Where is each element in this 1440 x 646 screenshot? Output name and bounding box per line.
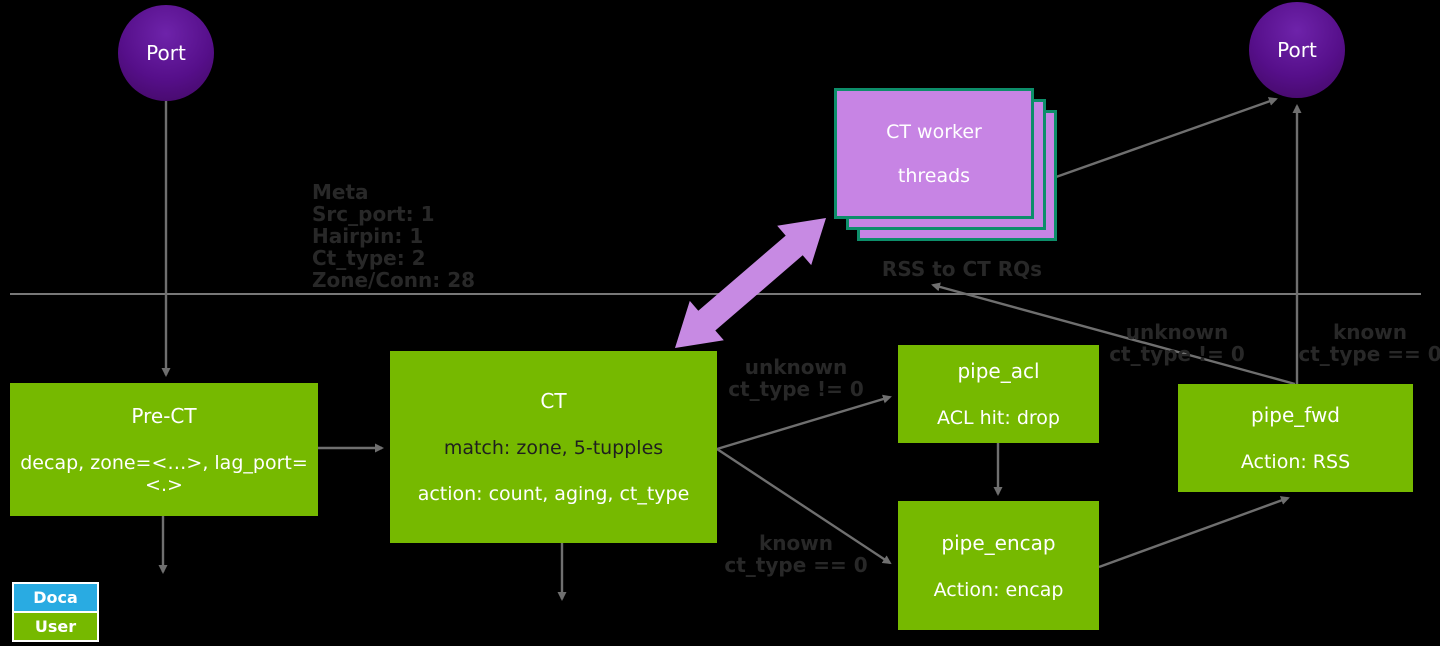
known-cond: ct_type == 0 [1298,342,1440,366]
port-node-right: Port [1249,2,1345,98]
ct-worker-card-front: CT worker threads [834,88,1034,219]
meta-hairpin: Hairpin: 1 [312,224,424,248]
unknown-word: unknown [1125,320,1229,344]
ct-title: CT [540,389,567,413]
legend-user: User [14,613,97,640]
unknown-cond: ct_type != 0 [1109,342,1245,366]
unknown-label-left: unknown ct_type != 0 [716,356,876,400]
meta-src-port: Src_port: 1 [312,202,435,226]
pipe-fwd-subtitle: Action: RSS [1240,451,1351,473]
pipe-encap-node: pipe_encap Action: encap [898,501,1099,630]
edge-ct-pipeacl [716,394,892,451]
known-label-right: known ct_type == 0 [1290,321,1440,365]
edge-ct-pipeencap [716,447,892,565]
pipe-fwd-title: pipe_fwd [1251,403,1340,427]
edge-ctworkers-portR [1055,97,1278,179]
ct-worker-line2: threads [897,164,971,187]
known-label-left: known ct_type == 0 [716,532,876,576]
pre-ct-subtitle: decap, zone=<…>, lag_port=<.> [20,451,308,496]
legend-doca: Doca [14,584,97,611]
known-word: known [1333,320,1407,344]
legend-user-label: User [34,617,77,636]
port-label: Port [146,41,186,65]
edge-pipeencap-pipefwd [1098,496,1290,569]
port-label: Port [1277,38,1317,62]
legend: Doca User [12,582,99,642]
pipe-encap-title: pipe_encap [941,530,1056,555]
ct-workers-double-arrow [675,218,826,348]
ct-action-line: action: count, aging, ct_type [417,483,690,505]
meta-title: Meta [312,180,369,204]
ct-worker-line1: CT worker [886,120,982,143]
meta-zone-conn: Zone/Conn: 28 [312,268,476,292]
ct-match-line: match: zone, 5-tupples [443,437,664,459]
rss-label-text: RSS to CT RQs [881,257,1043,281]
legend-doca-label: Doca [33,588,78,607]
pipe-encap-subtitle: Action: encap [933,578,1064,601]
pipe-acl-node: pipe_acl ACL hit: drop [898,345,1099,443]
meta-block: Meta Src_port: 1 Hairpin: 1 Ct_type: 2 Z… [312,181,475,291]
port-node-left: Port [118,5,214,101]
edge-pipefwd-rss [931,282,1296,386]
unknown-label-right: unknown ct_type != 0 [1097,321,1257,365]
pre-ct-node: Pre-CT decap, zone=<…>, lag_port=<.> [10,383,318,516]
meta-ct-type: Ct_type: 2 [312,246,426,270]
pipe-fwd-node: pipe_fwd Action: RSS [1178,384,1413,492]
ct-node: CT match: zone, 5-tupples action: count,… [390,351,717,543]
pre-ct-title: Pre-CT [131,403,197,428]
known-cond: ct_type == 0 [724,553,868,577]
unknown-cond: ct_type != 0 [728,377,864,401]
rss-to-ct-rqs-label: RSS to CT RQs [872,258,1052,280]
known-word: known [759,531,833,555]
unknown-word: unknown [744,355,848,379]
pipe-acl-title: pipe_acl [957,359,1040,383]
pipe-acl-subtitle: ACL hit: drop [937,407,1060,429]
